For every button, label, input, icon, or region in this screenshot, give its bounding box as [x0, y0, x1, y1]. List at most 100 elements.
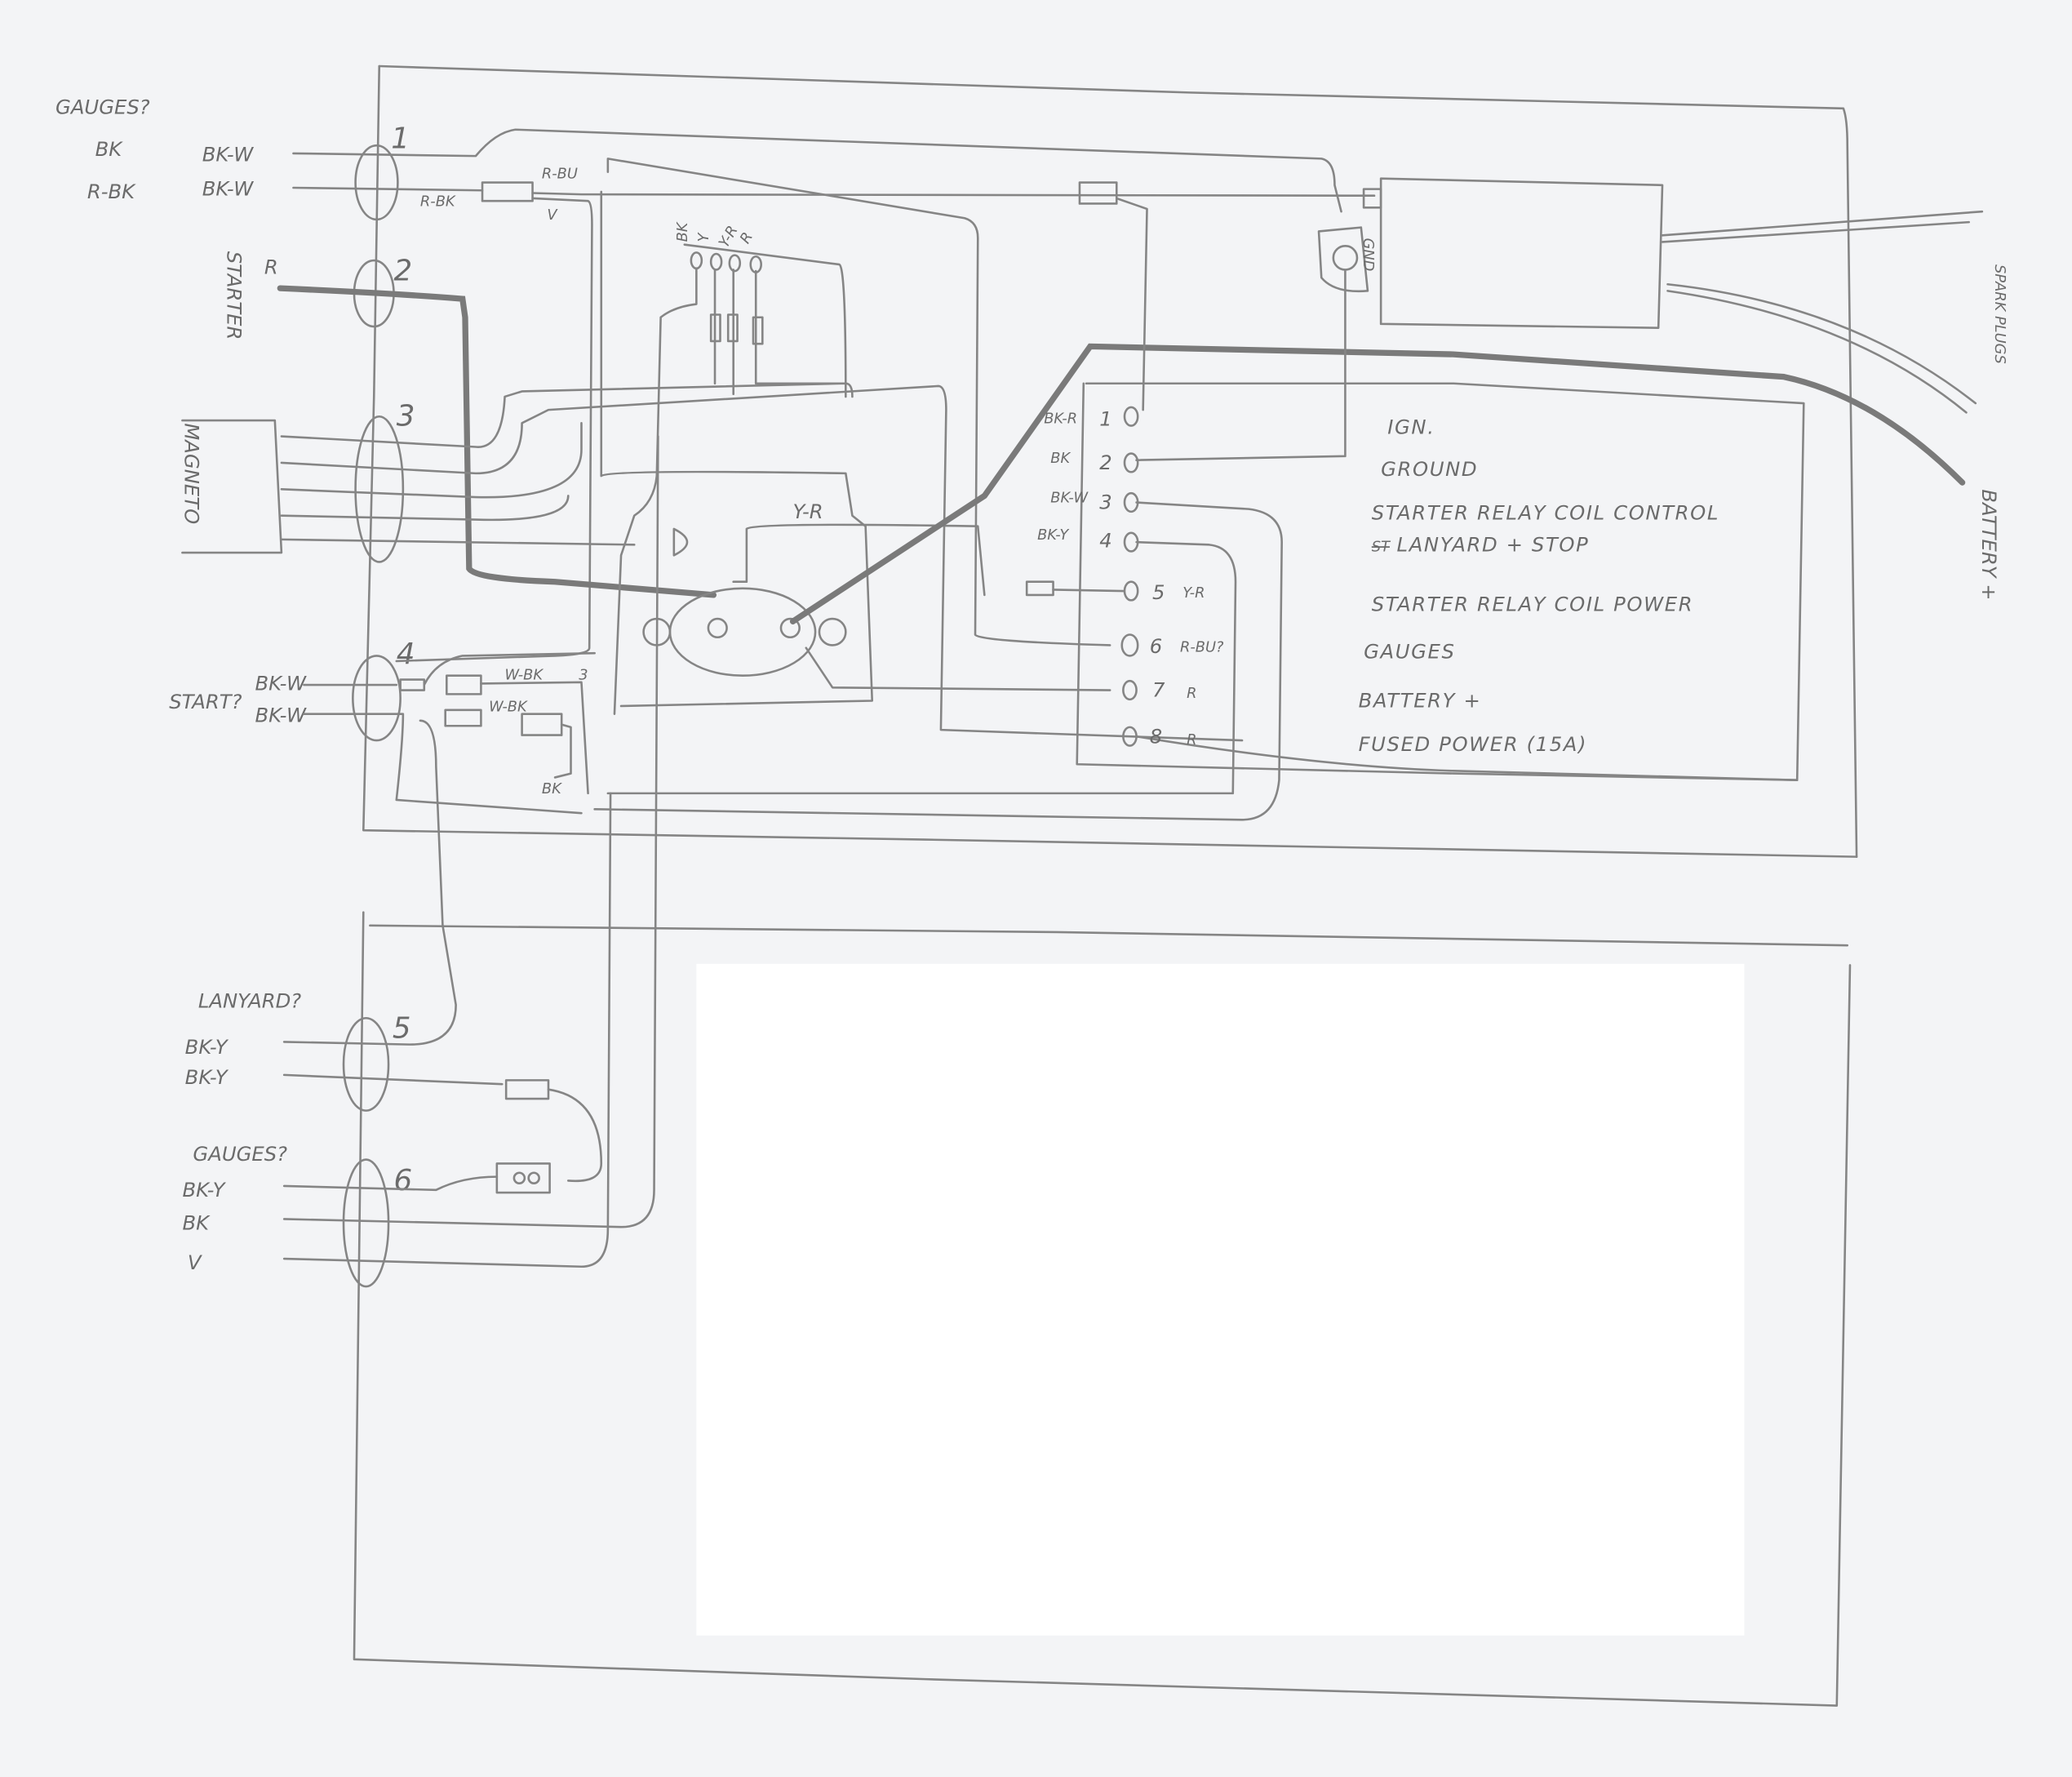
grommet-2-label: 2	[394, 254, 413, 287]
grommet-1	[354, 144, 399, 221]
spark-plugs-label: SPARK PLUGS	[1991, 264, 2008, 364]
pencil-stroke	[480, 681, 589, 795]
pencil-stroke	[1135, 735, 1799, 781]
pencil-stroke	[1123, 406, 1139, 427]
grommets	[342, 144, 405, 1288]
pencil-stroke	[444, 709, 482, 727]
label: BK-R	[1044, 410, 1077, 427]
pencil-stroke	[282, 719, 457, 1046]
pencil-stroke	[754, 269, 847, 385]
lower-frame	[353, 911, 1852, 1707]
battery-label: BATTERY +	[1977, 489, 2001, 600]
pencil-stroke	[1666, 282, 1977, 405]
grommet-6	[342, 1158, 390, 1288]
grommet-1-label: 1	[391, 122, 410, 155]
label: FUSED POWER (15A)	[1359, 732, 1588, 756]
pencil-stroke	[1666, 290, 1968, 414]
grommet-4-label: 4	[397, 637, 415, 671]
pencil-stroke	[1135, 269, 1347, 461]
pencil-stroke	[495, 1162, 551, 1194]
wire-label: BK-W	[255, 703, 307, 726]
pencil-stroke	[423, 651, 596, 686]
pencil-stroke	[672, 527, 689, 557]
pencil-stroke	[1078, 181, 1118, 205]
pencil-stroke	[292, 128, 1342, 213]
pencil-stroke	[282, 792, 612, 1268]
wire-label: BK-Y	[182, 1178, 226, 1202]
pencil-stroke	[303, 713, 583, 815]
pencil-stroke	[481, 181, 534, 202]
wire-label: V	[188, 1251, 203, 1274]
grommet-3	[354, 415, 405, 563]
pencil-stroke	[512, 1171, 526, 1185]
wire-label: Y-R	[793, 500, 823, 523]
cdi-box	[1379, 177, 1664, 330]
label: 6	[1150, 634, 1162, 658]
pencil-stroke	[282, 1175, 499, 1192]
wire-label: Y	[695, 231, 712, 242]
pencil-stroke	[378, 64, 1858, 858]
label: Y-R	[1182, 584, 1205, 602]
pencil-stroke	[292, 186, 484, 192]
pencil-stroke	[547, 1088, 603, 1183]
gauges-bottom-label: GAUGES?	[193, 1142, 287, 1166]
pencil-stroke	[818, 617, 847, 646]
pencil-stroke	[1123, 491, 1139, 513]
pencil-stroke	[709, 252, 723, 271]
wire-label: R-BK	[420, 193, 456, 211]
start-label: START?	[169, 690, 242, 713]
pencil-stroke	[282, 435, 659, 1228]
wire-label: BK-Y	[185, 1035, 229, 1059]
pencil-stroke	[1317, 226, 1369, 293]
wire-label: BK	[542, 780, 562, 797]
wire-label: BK-W	[202, 177, 254, 201]
wire-label: R	[264, 255, 278, 278]
pencil-stroke	[280, 422, 583, 499]
gauges-top-label: GAUGES?	[55, 95, 150, 118]
wire-label: BK-Y	[185, 1065, 229, 1089]
pencil-stroke	[1052, 589, 1125, 593]
pencil-stroke	[369, 924, 1849, 947]
label: 4	[1099, 529, 1111, 553]
grommet-3-label: 3	[397, 400, 415, 433]
label: STARTER RELAY COIL CONTROL	[1372, 501, 1719, 525]
pencil-stroke	[805, 646, 1111, 691]
gnd-label: GND	[1360, 238, 1377, 272]
pencil-stroke	[531, 192, 1376, 198]
pencil-stroke	[789, 343, 1966, 624]
label: STARTER RELAY COIL POWER	[1372, 592, 1693, 615]
label: R	[1187, 731, 1196, 749]
starter-label: STARTER	[223, 251, 246, 340]
pencil-stroke	[1123, 452, 1139, 473]
label: R	[1187, 685, 1196, 702]
wire-label: BK-W	[255, 672, 307, 695]
wire-label: BK	[182, 1211, 211, 1234]
grommet-6-label: 6	[394, 1164, 413, 1197]
magneto-label: MAGNETO	[180, 423, 204, 524]
label: R-BU?	[1180, 639, 1224, 656]
pencil-stroke	[353, 911, 1852, 1707]
pencil-stroke	[282, 1073, 504, 1086]
pencil-stroke	[395, 197, 593, 663]
pencil-stroke	[1661, 220, 1970, 243]
wire-label: R-BU	[542, 166, 578, 183]
pencil-stroke	[1122, 726, 1138, 747]
wire-label: 3	[579, 667, 588, 684]
label: 8	[1150, 724, 1162, 748]
pencil-stroke	[1122, 679, 1138, 701]
pencil-stroke	[280, 382, 854, 448]
wire-label: R-BK	[87, 180, 136, 203]
wire-label: W-BK	[505, 667, 544, 684]
pencil-stroke	[752, 316, 764, 345]
label: ST	[1372, 538, 1391, 555]
pencil-stroke	[728, 254, 742, 273]
pencil-stroke	[280, 495, 570, 522]
label: 3	[1099, 491, 1111, 514]
wire-label: BK	[95, 137, 124, 161]
grommet-5	[342, 1016, 390, 1112]
